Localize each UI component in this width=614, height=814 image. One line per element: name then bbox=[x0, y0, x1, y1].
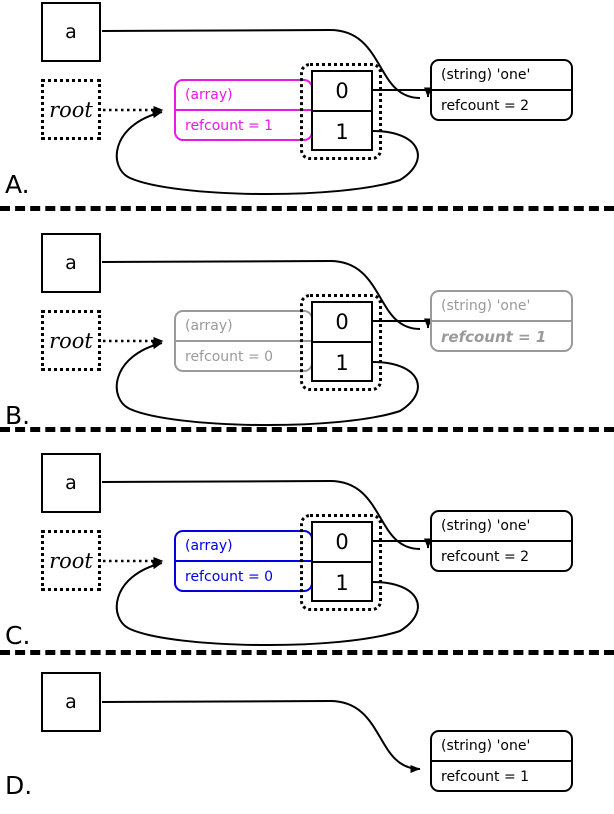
panel-label-b: B. bbox=[5, 401, 31, 430]
string-zval: (string) 'one' refcount = 1 bbox=[430, 290, 573, 352]
variable-box-a: a bbox=[41, 2, 101, 62]
array-type-label: (array) bbox=[176, 81, 311, 111]
variable-name: a bbox=[65, 472, 77, 494]
array-index-0: 0 bbox=[313, 523, 371, 563]
variable-name: a bbox=[65, 21, 77, 43]
panel-label-d: D. bbox=[5, 771, 33, 800]
array-refcount: refcount = 0 bbox=[185, 349, 274, 365]
variable-box-a: a bbox=[41, 233, 101, 293]
array-refcount: refcount = 1 bbox=[185, 118, 274, 134]
panel-separator-1 bbox=[0, 206, 614, 211]
array-bucket: 0 1 bbox=[311, 301, 373, 382]
variable-box-a: a bbox=[41, 453, 101, 513]
variable-box-a: a bbox=[41, 672, 101, 732]
string-zval: (string) 'one' refcount = 2 bbox=[430, 510, 573, 572]
variable-name: a bbox=[65, 691, 77, 713]
string-refcount: refcount = 2 bbox=[441, 98, 530, 114]
root-box: root bbox=[41, 79, 101, 140]
string-zval: (string) 'one' refcount = 2 bbox=[430, 59, 573, 121]
array-bucket: 0 1 bbox=[311, 521, 373, 602]
panel-c: a root (array) refcount = 0 0 1 (string)… bbox=[0, 431, 614, 649]
array-type-label: (array) bbox=[176, 312, 311, 342]
root-label: root bbox=[49, 328, 93, 353]
array-bucket-wrapper bbox=[300, 294, 382, 391]
panel-d: a (string) 'one' refcount = 1 D. bbox=[0, 654, 614, 814]
root-box: root bbox=[41, 310, 101, 371]
array-bucket-wrapper bbox=[300, 514, 382, 611]
array-zval: (array) refcount = 0 bbox=[174, 530, 313, 592]
array-index-1: 1 bbox=[335, 570, 349, 595]
array-bucket-wrapper bbox=[300, 63, 382, 160]
root-label: root bbox=[49, 548, 93, 573]
panel-separator-3 bbox=[0, 650, 614, 655]
string-type-label: (string) 'one' bbox=[432, 61, 571, 91]
array-index-1: 1 bbox=[335, 350, 349, 375]
string-type-label: (string) 'one' bbox=[432, 512, 571, 542]
array-bucket: 0 1 bbox=[311, 70, 373, 151]
panel-separator-2 bbox=[0, 427, 614, 432]
array-zval: (array) refcount = 1 bbox=[174, 79, 313, 141]
array-index-0: 0 bbox=[313, 303, 371, 343]
string-zval: (string) 'one' refcount = 1 bbox=[430, 730, 573, 792]
root-box: root bbox=[41, 530, 101, 591]
panel-b: a root (array) refcount = 0 0 1 (string)… bbox=[0, 210, 614, 428]
array-refcount: refcount = 0 bbox=[185, 569, 274, 585]
panel-a: a root (array) refcount = 1 0 1 (string)… bbox=[0, 0, 614, 208]
array-type-label: (array) bbox=[176, 532, 311, 562]
panel-label-a: A. bbox=[5, 170, 30, 199]
array-index-1: 1 bbox=[335, 119, 349, 144]
string-type-label: (string) 'one' bbox=[432, 732, 571, 762]
string-refcount: refcount = 1 bbox=[441, 769, 530, 785]
variable-name: a bbox=[65, 252, 77, 274]
string-refcount: refcount = 1 bbox=[441, 328, 547, 346]
array-zval: (array) refcount = 0 bbox=[174, 310, 313, 372]
root-label: root bbox=[49, 97, 93, 122]
string-refcount: refcount = 2 bbox=[441, 549, 530, 565]
string-type-label: (string) 'one' bbox=[432, 292, 571, 322]
array-index-0: 0 bbox=[313, 72, 371, 112]
panel-label-c: C. bbox=[5, 621, 31, 650]
